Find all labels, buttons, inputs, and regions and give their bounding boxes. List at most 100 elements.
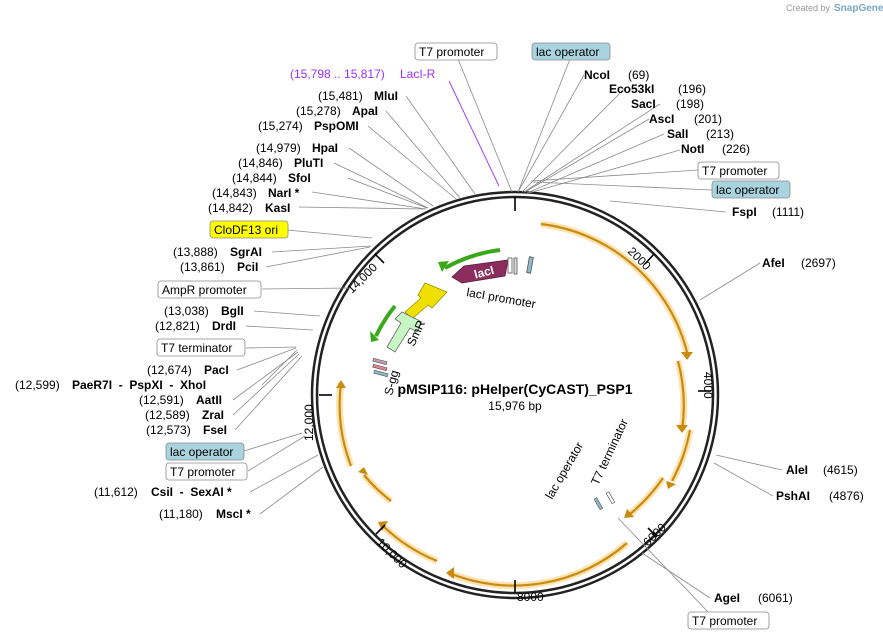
site-pluti: PluTI: [294, 156, 323, 170]
site-aatii-pos: (12,591): [139, 393, 184, 407]
site-paer7i-pos: (12,599): [15, 378, 60, 392]
site-sfoi-pos: (14,844): [232, 171, 277, 185]
inner-t7-terminator-label: T7 terminator: [588, 417, 631, 488]
site-hpai: HpaI: [312, 141, 338, 155]
lac-operator-left: lac operator: [170, 445, 233, 459]
site-mlui: MluI: [374, 89, 398, 103]
site-nari: NarI *: [268, 186, 300, 200]
inner-features: [370, 248, 616, 511]
site-asci-pos: (201): [694, 112, 722, 126]
inner-lac-operator-label: lac operator: [542, 440, 586, 502]
clodf13-ori-box: [209, 220, 289, 239]
site-fspi-pos: (1111): [772, 205, 804, 219]
lac-operator-left-box: [165, 442, 245, 461]
primer-pos: (15,798 .. 15,817): [290, 67, 385, 81]
site-sgrai: SgrAI: [230, 245, 262, 259]
site-sali: SalI: [667, 127, 688, 141]
cds-arcs: [336, 220, 694, 590]
site-saci-pos: (198): [676, 97, 704, 111]
ampr-promoter-box: [157, 280, 262, 299]
site-aatii: AatII: [196, 393, 222, 407]
site-apai: ApaI: [352, 104, 378, 118]
site-zrai: ZraI: [202, 408, 224, 422]
site-agei-pos: (6061): [758, 591, 793, 605]
site-pshai-pos: (4876): [829, 489, 864, 503]
site-bgli: BglI: [221, 304, 244, 318]
site-noti-pos: (226): [722, 142, 750, 156]
laci-label: lacI: [473, 263, 496, 282]
backbone-outer: [310, 190, 720, 600]
site-eco53ki-pos: (196): [678, 82, 706, 96]
site-msci-pos: (11,180): [159, 507, 203, 521]
lac-operator-top: lac operator: [536, 45, 599, 59]
site-sali-pos: (213): [706, 127, 734, 141]
site-kasi-pos: (14,842): [208, 201, 253, 215]
site-saci: SacI: [631, 97, 656, 111]
right-sites: NcoI (69) Eco53kI (196) SacI (198) AscI …: [584, 68, 864, 605]
site-kasi: KasI: [265, 201, 290, 215]
site-msci: MscI *: [216, 507, 251, 521]
site-nari-pos: (14,843): [212, 186, 257, 200]
site-csii-pos: (11,612): [94, 485, 138, 499]
tick-8000: 8000: [517, 590, 544, 604]
lac-operator-right: lac operator: [716, 183, 779, 197]
site-paer7i-group: PaeR7I - PspXI - XhoI: [72, 378, 206, 392]
t7-terminator: T7 terminator: [161, 341, 232, 355]
t7-promoter-bottom: T7 promoter: [692, 614, 757, 628]
site-pshai: PshAI: [776, 489, 810, 503]
t7-promoter-right: T7 promoter: [702, 164, 767, 178]
t7-promoter-bottom-box: [687, 611, 770, 630]
site-fsei: FseI: [203, 423, 227, 437]
site-afei: AfeI: [762, 256, 785, 270]
tick-4000: 4000: [701, 372, 715, 399]
snapgene-brand: SnapGene: [834, 3, 883, 14]
site-paci: PacI: [204, 363, 229, 377]
site-zrai-pos: (12,589): [145, 408, 190, 422]
t7-terminator-box: [156, 338, 246, 357]
sgg-label: S-gg: [381, 369, 401, 397]
tick-12000: 12,000: [302, 404, 316, 441]
site-pcii: PciI: [237, 260, 258, 274]
site-eco53ki: Eco53kI: [609, 82, 654, 96]
site-agei: AgeI: [714, 591, 740, 605]
site-alei-pos: (4615): [823, 463, 858, 477]
site-hpai-pos: (14,979): [256, 141, 301, 155]
lac-operator-right-box: [711, 180, 791, 199]
site-csii-group: CsiI - SexAI *: [151, 485, 232, 499]
site-mlui-pos: (15,481): [318, 89, 363, 103]
site-ncoi-pos: (69): [628, 68, 649, 82]
site-bgli-pos: (13,038): [164, 304, 209, 318]
t7-promoter-right-box: [697, 161, 780, 180]
plasmid-name: pMSIP116: pHelper(CyCAST)_PSP1: [398, 381, 633, 397]
site-noti: NotI: [681, 142, 704, 156]
site-fsei-pos: (12,573): [146, 423, 191, 437]
site-pspomi: PspOMI: [314, 119, 359, 133]
t7-promoter-left-box: [165, 462, 248, 481]
t7-promoter-left: T7 promoter: [170, 465, 235, 479]
plasmid-length: 15,976 bp: [488, 399, 542, 413]
t7-promoter-top: T7 promoter: [419, 45, 484, 59]
site-sfoi: SfoI: [288, 171, 311, 185]
site-sgrai-pos: (13,888): [173, 245, 218, 259]
site-drdi: DrdI: [212, 319, 236, 333]
site-pcii-pos: (13,861): [180, 260, 225, 274]
site-apai-pos: (15,278): [296, 104, 341, 118]
t7-promoter-top-box: [414, 42, 498, 61]
site-afei-pos: (2697): [801, 256, 836, 270]
site-drdi-pos: (12,821): [155, 319, 200, 333]
laci-promoter-label: lacI promoter: [465, 285, 536, 311]
ruler: [319, 197, 711, 593]
lac-operator-top-box: [531, 42, 611, 61]
site-ncoi: NcoI: [584, 68, 610, 82]
leader-lines: [232, 58, 783, 615]
site-pspomi-pos: (15,274): [258, 119, 303, 133]
site-pluti-pos: (14,846): [238, 156, 283, 170]
site-asci: AscI: [649, 112, 674, 126]
site-paci-pos: (12,674): [147, 363, 192, 377]
ampr-promoter: AmpR promoter: [162, 283, 247, 297]
credit-prefix: Created by: [786, 3, 831, 13]
site-alei: AleI: [786, 463, 808, 477]
site-fspi: FspI: [732, 205, 757, 219]
primer-name: LacI-R: [400, 67, 436, 81]
